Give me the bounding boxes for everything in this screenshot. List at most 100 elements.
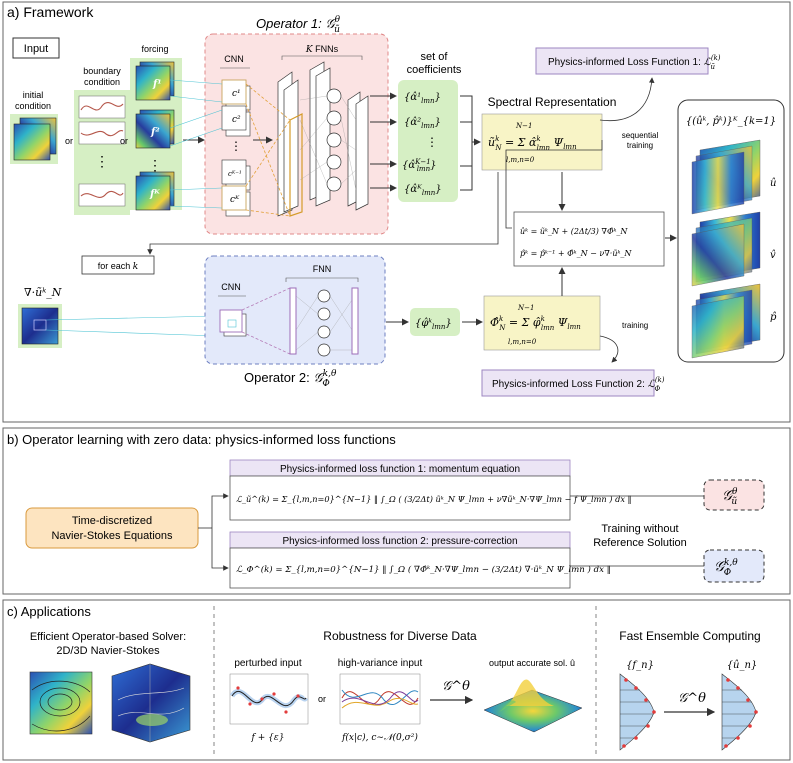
panel-a-title: a) Framework [7,4,94,20]
solver-3d-plot [111,663,191,743]
pinn-loss-2-label: Physics-informed Loss Function 2: ℒ(k)Φ [492,376,665,393]
input-label-box [12,37,60,59]
variance-label: high-variance input [338,658,423,669]
spectral-title: Spectral Representation [488,95,617,109]
robust-title: Robustness for Diverse Data [323,629,477,643]
panel-c-title: c) Applications [7,604,91,619]
forcing-tile-1 [135,61,175,101]
pinn-loss-1-box [535,47,709,75]
op1-channel-k-1: cᴷ⁻¹ [228,170,242,178]
sequential-training-1: sequential [622,131,659,140]
phi-eq-box [483,295,601,351]
output-surface-plot [483,679,583,733]
forcing-ellipsis: ⋮ [148,157,162,173]
output-label-u: û [770,178,776,189]
forcing-tile-k-label: fᴷ [149,189,160,200]
or-2: or [120,136,128,146]
op1-fnn-layers [277,61,369,217]
op1-kfnns-label: K FNNs [305,44,339,55]
op1-dashed-links [245,83,291,217]
sequential-training-arrow [599,77,655,122]
panel-b-frame [2,427,791,595]
training-note-2: Reference Solution [593,537,687,549]
output-label-v: v̂ [770,250,776,261]
spectral-box [481,113,603,171]
op1-channel-1: c¹ [232,89,241,99]
ensemble-operator: 𝒢^θ [678,691,706,706]
op1-fnn-edges [299,95,357,191]
solver-title-1: Efficient Operator-based Solver: [30,631,186,643]
navier-stokes-label-1: Time-discretized [72,515,152,527]
phi-eq-lower: l,m,n=0 [508,338,537,346]
loss2-eq-box [229,547,571,589]
pinn-loss-1-label: Physics-informed Loss Function 1: ℒ(k)ũ [548,54,721,71]
div-label: ∇·ũᵏ_N [24,286,62,299]
perturbed-label: perturbed input [234,658,301,669]
boundary-condition-label-1: boundary [83,66,121,76]
div-to-cnn-links [45,315,219,337]
initial-condition-label-2: condition [15,101,51,111]
op2-fnn-nodes [317,289,331,357]
alpha-coeffs-bg [398,80,458,202]
forcing-tile-1-label: f¹ [152,79,162,90]
loss2-eq: ℒ_Φ^(k) = Σ_{l,m,n=0}^{N−1} ‖ ∫_Ω ( ∇Φ̂ᵏ… [236,564,611,575]
update-eq-1: ûᵏ = ũᵏ_N + (2Δt/3) ∇Φ̂ᵏ_N [520,227,628,236]
sequential-training-2: training [627,141,653,150]
for-each-k-box [81,255,155,275]
ensemble-out-dist [721,673,758,751]
op1-channel-k: cᴷ [230,195,240,205]
or-3: or [318,694,326,704]
loss2-header: Physics-informed loss function 2: pressu… [282,536,517,547]
panel-b-title: b) Operator learning with zero data: phy… [7,432,396,447]
output-accurate-label: output accurate sol. û [489,658,575,668]
loop-lines [147,140,603,255]
forcing-tile-2-label: f² [150,127,160,138]
output-field-v [691,211,761,287]
svg-text:⋮: ⋮ [230,139,242,153]
update-box [513,211,665,267]
loss1-eq-box [229,475,571,521]
variance-input-plot [339,673,421,725]
op1-channel-2: c² [232,115,241,125]
output-field-u [691,139,761,215]
op1-short-box [703,479,765,511]
op2-fnn-label: FNN [313,264,332,274]
spectral-eq-limits: N−1 [515,122,532,130]
loss1-header: Physics-informed loss function 1: moment… [280,464,520,475]
perturbed-caption: f + {ε} [251,733,285,743]
coeffs-label-2: coefficients [407,64,462,76]
output-set: {(ûᵏ, p̂ᵏ)}ᴷ_{k=1} [686,116,776,127]
variance-caption: f(x|c), c∼𝒩(0,σ²) [341,732,418,743]
perturbed-input-plot [229,673,309,725]
panel-c-frame [2,599,791,761]
op2-fnn-layers [289,287,359,355]
op2-dashed-links [241,287,291,355]
phi-coeffs-bg [410,308,460,336]
for-each-k-label: for each k [98,261,139,272]
navier-stokes-branch [198,493,229,571]
forcing-to-cnn-links [169,79,223,209]
op2-cnn-label: CNN [221,282,241,292]
ensemble-title: Fast Ensemble Computing [619,629,760,643]
training-note-1: Training without [601,523,678,535]
input-label: Input [24,43,48,55]
panel-a-frame [2,1,791,423]
coeffs-to-spectral-arrows [460,95,481,191]
output-field-p [691,283,761,359]
navier-stokes-box [25,507,199,549]
op1-fnn-nodes [326,88,342,192]
training-label: training [622,321,648,330]
phi-eq-limits: N−1 [517,304,534,312]
op2-cnn-stack [219,309,247,337]
div-field-patch [33,319,47,331]
div-field [21,307,59,345]
navier-stokes-label-2: Navier-Stokes Equations [51,530,173,542]
solver-2d-plot [29,671,93,735]
boundary-condition-label-2: condition [84,77,120,87]
output-label-p: p̂ [770,312,777,323]
coeffs-label-1: set of [421,51,449,63]
